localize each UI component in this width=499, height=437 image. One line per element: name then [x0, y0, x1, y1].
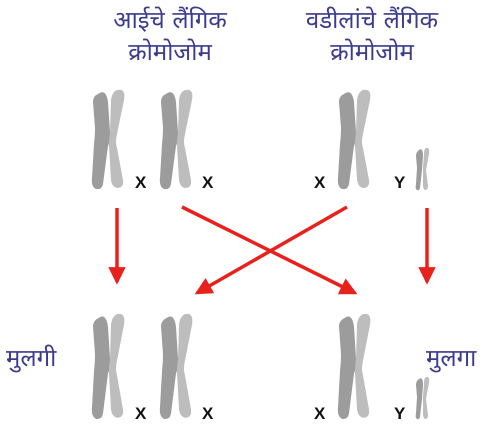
father-heading-line2: क्रोमोजोम	[330, 38, 414, 66]
mother-heading-line1: आईचे लैंगिक	[113, 6, 227, 34]
father-heading-line1: वडीलांचे लैंगिक	[305, 6, 439, 34]
daughter-x1-letter: X	[135, 404, 147, 423]
son-x-letter: X	[314, 404, 326, 423]
father-heading: वडीलांचे लैंगिक क्रोमोजोम	[262, 4, 482, 68]
father-y-letter: Y	[394, 173, 406, 192]
mother-x-chromosome-2	[159, 89, 193, 190]
father-x-chromosome	[337, 89, 371, 190]
arrow-father-to-daughter	[194, 205, 348, 295]
mother-heading-line2: क्रोमोजोम	[128, 38, 212, 66]
daughter-x-chromosome-1	[91, 313, 125, 419]
daughter-label: मुलगी	[6, 344, 57, 372]
son-y-chromosome	[415, 376, 430, 420]
mother-x1-letter: X	[135, 173, 147, 192]
son-label: मुलगा	[426, 344, 477, 372]
mother-x-chromosome-1	[91, 89, 125, 190]
mother-heading: आईचे लैंगिक क्रोमोजोम	[80, 4, 260, 68]
son-y-letter: Y	[394, 404, 406, 423]
father-x-letter: X	[314, 173, 326, 192]
mother-x2-letter: X	[202, 173, 214, 192]
daughter-x-chromosome-2	[159, 313, 193, 419]
father-y-chromosome	[415, 147, 430, 191]
daughter-x2-letter: X	[202, 404, 214, 423]
son-x-chromosome	[337, 313, 371, 419]
